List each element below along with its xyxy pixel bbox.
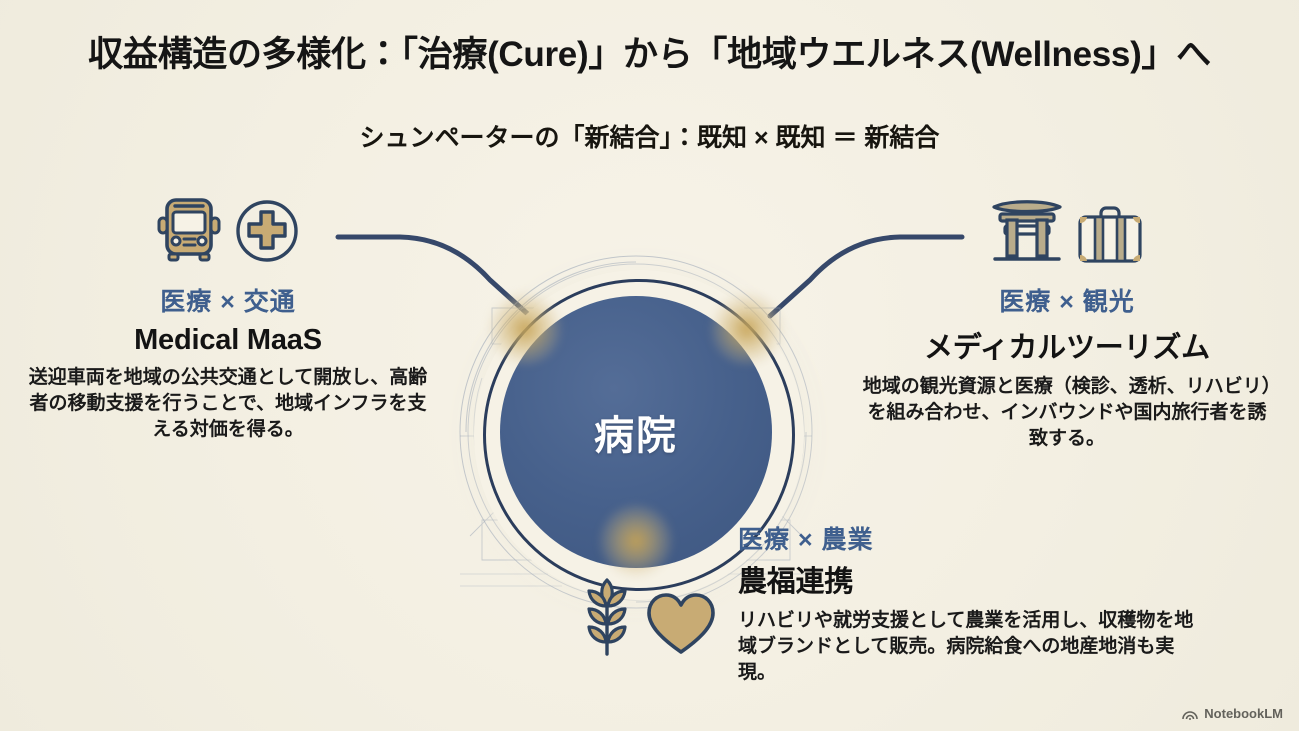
- node-medical-tourism-kicker: 医療 × 観光: [999, 288, 1135, 316]
- node-agri-welfare-title: 農福連携: [738, 566, 854, 598]
- hospital-hub: 病院: [452, 248, 820, 616]
- medical-cross-circle-icon: [236, 200, 298, 262]
- node-agri-welfare: 医療 × 農業 農福連携 リハビリや就労支援として農業を活用し、収穫物を地域ブラ…: [582, 520, 1202, 685]
- node-medical-tourism-title: メディカルツーリズム: [924, 332, 1210, 364]
- node-medical-maas-body: 送迎車両を地域の公共交通として開放し、高齢者の移動支援を行うことで、地域インフラ…: [28, 367, 428, 440]
- node-medical-maas-kicker: 医療 × 交通: [160, 288, 296, 316]
- page-title: 収益構造の多様化：「治療(Cure)」から「地域ウエルネス(Wellness)」…: [88, 35, 1211, 74]
- hub-glow-node-left: [488, 292, 562, 366]
- node-agri-welfare-kicker: 医療 × 農業: [738, 526, 874, 554]
- hub-glow-node-bottom: [599, 504, 673, 578]
- node-agri-welfare-icons: [582, 520, 716, 656]
- hub-label: 病院: [594, 414, 678, 458]
- node-medical-maas: 医療 × 交通 Medical MaaS 送迎車両を地域の公共交通として開放し、…: [28, 196, 428, 442]
- wheat-icon: [587, 578, 627, 656]
- node-medical-tourism: 医療 × 観光 メディカルツーリズム 地域の観光資源と医療（検診、透析、リハビリ…: [862, 196, 1272, 451]
- heart-icon: [647, 593, 715, 654]
- node-medical-maas-title: Medical MaaS: [134, 324, 322, 356]
- torii-gate-icon: [992, 200, 1062, 261]
- page-subtitle: シュンペーターの「新結合」：既知 × 既知 ＝ 新結合: [359, 124, 940, 152]
- notebooklm-icon: [1182, 711, 1199, 720]
- suitcase-icon: [1078, 206, 1142, 263]
- watermark: NotebookLM: [1182, 706, 1283, 721]
- node-medical-tourism-body: 地域の観光資源と医療（検診、透析、リハビリ）を組み合わせ、インバウンドや国内旅行…: [862, 376, 1272, 449]
- watermark-label: NotebookLM: [1204, 706, 1283, 721]
- node-agri-welfare-body: リハビリや就労支援として農業を活用し、収穫物を地域ブランドとして販売。病院給食へ…: [738, 610, 1194, 683]
- bus-icon: [157, 198, 221, 262]
- hub-glow-node-right: [710, 292, 784, 366]
- node-medical-tourism-icons: [862, 196, 1272, 264]
- node-medical-maas-icons: [28, 196, 428, 264]
